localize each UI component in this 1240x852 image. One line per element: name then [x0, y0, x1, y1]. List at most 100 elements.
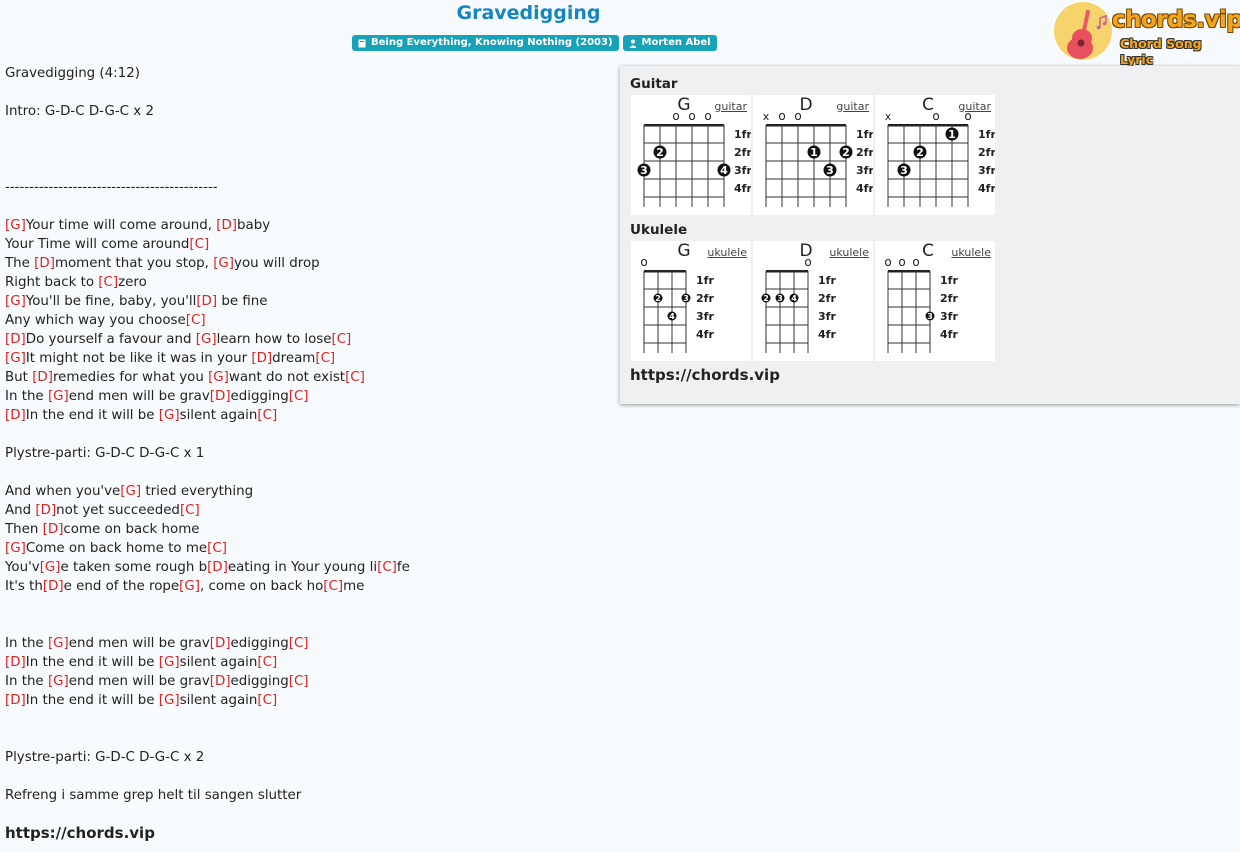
chord-marker[interactable]: [G]	[120, 484, 142, 499]
finger-dot	[913, 145, 927, 159]
chord-marker[interactable]: [G]	[208, 370, 229, 385]
chord-marker[interactable]: [G]	[5, 218, 26, 233]
chord-marker[interactable]: [D]	[32, 370, 53, 385]
site-logo[interactable]: chords.vip Chord Song Lyric	[1054, 2, 1240, 67]
chord-marker[interactable]: [G]	[47, 674, 69, 689]
chord-marker[interactable]: [D]	[196, 294, 218, 309]
fret-label: 1fr	[978, 128, 995, 141]
chord-marker[interactable]: [D]	[5, 332, 26, 347]
chord-marker[interactable]: [D]	[5, 693, 26, 708]
chord-marker[interactable]: [C]	[189, 237, 210, 252]
guitar-link[interactable]: guitar	[714, 100, 747, 113]
lyric-text: Plystre-parti: G-D-C D-G-C x 1	[5, 446, 205, 461]
chord-marker[interactable]: [C]	[98, 275, 119, 290]
lyric-text: Your Time will come around	[5, 237, 190, 252]
chord-marker[interactable]: [D]	[35, 503, 57, 518]
chord-marker[interactable]: [D]	[209, 674, 231, 689]
lyric-text: come on back home	[63, 522, 200, 537]
chord-marker[interactable]: [C]	[257, 693, 278, 708]
chord-marker[interactable]: [G]	[5, 541, 26, 556]
open-string-marker: o	[898, 255, 905, 269]
lyric-text: , come on back ho	[199, 579, 324, 594]
fret-label: 3fr	[978, 164, 995, 177]
chord-marker[interactable]: [D]	[42, 522, 64, 537]
chord-marker[interactable]: [G]	[5, 351, 26, 366]
chord-marker[interactable]: [D]	[209, 636, 231, 651]
chord-marker[interactable]: [G]	[5, 294, 26, 309]
chord-marker[interactable]: [C]	[207, 541, 227, 556]
lyric-text: baby	[237, 218, 271, 233]
guitar-link[interactable]: guitar	[836, 100, 869, 113]
guitar-link[interactable]: guitar	[958, 100, 991, 113]
chord-marker[interactable]: [C]	[331, 332, 352, 347]
lyric-line: [G]You'll be fine, baby, you'll[D] be fi…	[5, 292, 605, 311]
chord-marker[interactable]: [C]	[323, 579, 344, 594]
chord-marker[interactable]: [D]	[42, 579, 64, 594]
ukulele-link[interactable]: ukulele	[829, 246, 869, 259]
artist-tag[interactable]: Morten Abel	[622, 35, 717, 51]
chord-marker[interactable]: [D]	[207, 560, 228, 575]
chord-marker[interactable]: [C]	[288, 674, 309, 689]
chord-marker[interactable]: [G]	[158, 655, 180, 670]
panel-site-link[interactable]: https://chords.vip	[630, 366, 780, 384]
ukulele-link[interactable]: ukulele	[707, 246, 747, 259]
footer-site-link[interactable]: https://chords.vip	[5, 824, 155, 842]
finger-dot	[653, 293, 663, 303]
finger-dot	[681, 293, 691, 303]
chord-marker[interactable]: [C]	[345, 370, 365, 385]
song-title[interactable]: Gravedigging	[456, 2, 601, 24]
chord-marker[interactable]: [C]	[257, 408, 278, 423]
finger-number: 3	[900, 164, 908, 177]
finger-number: 3	[640, 164, 648, 177]
lyric-text: remedies for what you	[52, 370, 209, 385]
chord-marker[interactable]: [G]	[47, 389, 69, 404]
finger-dot	[717, 163, 731, 177]
lyric-text: e taken some rough b	[60, 560, 208, 575]
chord-marker[interactable]: [C]	[377, 560, 397, 575]
chord-marker[interactable]: [C]	[288, 636, 309, 651]
finger-dot	[823, 163, 837, 177]
lyric-line: Plystre-parti: G-D-C D-G-C x 2	[5, 748, 605, 767]
open-string-marker: o	[794, 109, 801, 123]
lyric-text: In the	[5, 674, 48, 689]
album-tag[interactable]: Being Everything, Knowing Nothing (2003)	[352, 35, 619, 51]
chord-marker[interactable]: [G]	[195, 332, 217, 347]
chord-marker[interactable]: [D]	[251, 351, 273, 366]
chord-marker[interactable]: [G]	[39, 560, 61, 575]
nut	[766, 270, 808, 273]
chord-marker[interactable]: [D]	[209, 389, 231, 404]
fret-label: 1fr	[818, 274, 836, 287]
chord-marker[interactable]: [G]	[158, 693, 180, 708]
chord-marker[interactable]: [C]	[185, 313, 206, 328]
finger-dot	[897, 163, 911, 177]
chord-marker[interactable]: [C]	[288, 389, 309, 404]
lyric-line	[5, 140, 605, 159]
chord-marker[interactable]: [D]	[5, 655, 26, 670]
ukulele-link[interactable]: ukulele	[951, 246, 991, 259]
chord-marker[interactable]: [C]	[315, 351, 336, 366]
chord-marker[interactable]: [G]	[47, 636, 69, 651]
chord-marker[interactable]: [D]	[216, 218, 238, 233]
chord-marker[interactable]: [G]	[213, 256, 235, 271]
chord-marker[interactable]: [D]	[34, 256, 55, 271]
lyric-line	[5, 121, 605, 140]
fret-label: 3fr	[818, 310, 836, 323]
chord-marker[interactable]: [C]	[257, 655, 278, 670]
finger-number: 2	[842, 146, 850, 159]
lyric-line: [G]It might not be like it was in your […	[5, 349, 605, 368]
chord-marker[interactable]: [G]	[179, 579, 200, 594]
chord-marker[interactable]: [G]	[158, 408, 180, 423]
lyric-text: It might not be like it was in your	[25, 351, 252, 366]
open-string-marker: o	[964, 109, 971, 123]
chord-marker[interactable]: [D]	[5, 408, 26, 423]
open-string-marker: o	[688, 109, 695, 123]
chord-marker[interactable]: [C]	[179, 503, 200, 518]
fret-label: 4fr	[978, 182, 995, 195]
